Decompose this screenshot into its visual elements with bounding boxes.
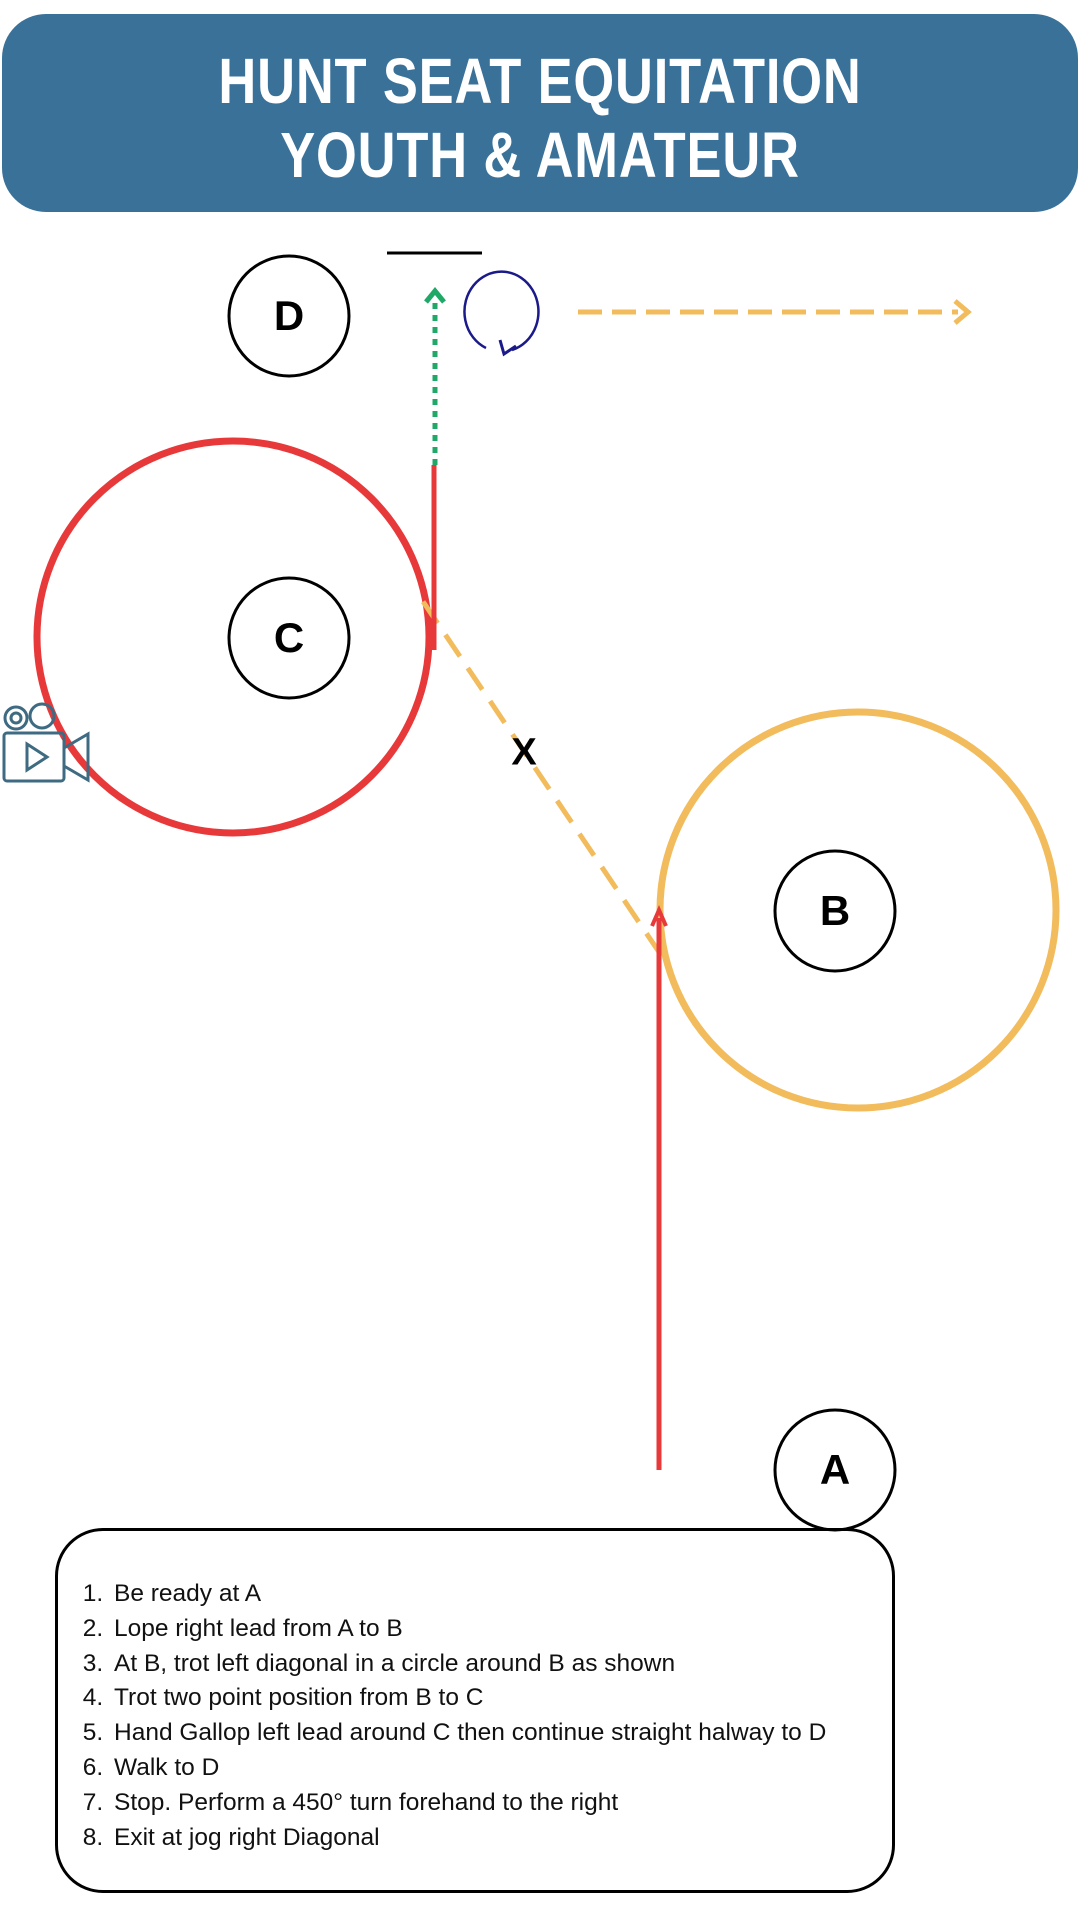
marker-circle-d: [227, 254, 351, 378]
two-point-path-b-to-c: [419, 598, 664, 957]
title-line-1: HUNT SEAT EQUITATION: [218, 45, 862, 117]
title-line-2: YOUTH & AMATEUR: [280, 119, 800, 191]
instruction-item: Lope right lead from A to B: [110, 1612, 892, 1647]
walk-arrowhead: [424, 287, 446, 304]
instruction-item: At B, trot left diagonal in a circle aro…: [110, 1647, 892, 1682]
marker-circle-c: [227, 576, 351, 700]
marker-a: A: [819, 1446, 851, 1493]
title-banner: HUNT SEAT EQUITATION YOUTH & AMATEUR: [2, 14, 1078, 212]
marker-x: X: [511, 731, 537, 774]
video-camera-icon: [2, 702, 90, 783]
marker-c: C: [273, 614, 305, 661]
instruction-item: Hand Gallop left lead around C then cont…: [110, 1716, 892, 1751]
instruction-item: Exit at jog right Diagonal: [110, 1821, 892, 1856]
lope-arrowhead: [650, 905, 668, 927]
turn-arrow-icon: [463, 270, 540, 357]
instructions-list: Be ready at A Lope right lead from A to …: [58, 1531, 892, 1855]
marker-b: B: [819, 887, 851, 934]
marker-d: D: [273, 292, 305, 339]
exit-arrowhead: [953, 299, 972, 325]
instruction-item: Stop. Perform a 450° turn forehand to th…: [110, 1786, 892, 1821]
hand-gallop-circle-c: [33, 437, 433, 837]
instruction-item: Trot two point position from B to C: [110, 1681, 892, 1716]
instructions-box: Be ready at A Lope right lead from A to …: [55, 1528, 895, 1893]
marker-circle-b: [773, 849, 897, 973]
instruction-item: Walk to D: [110, 1751, 892, 1786]
instruction-item: Be ready at A: [110, 1577, 892, 1612]
